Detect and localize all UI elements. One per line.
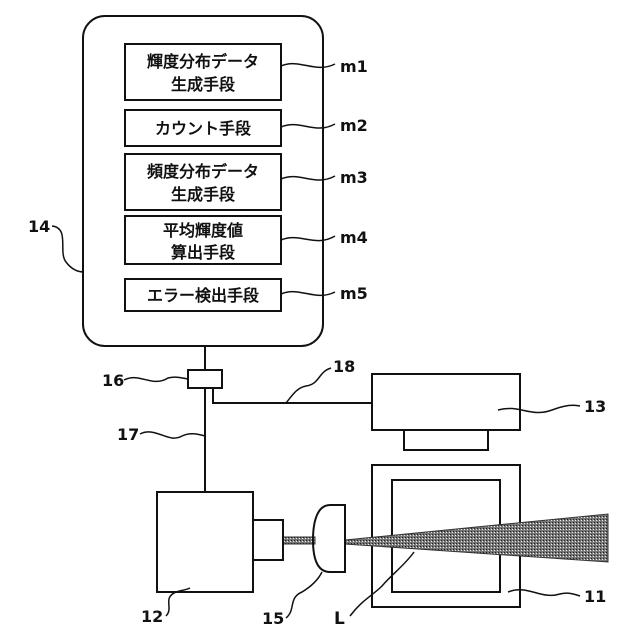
block-m5: エラー検出手段 bbox=[125, 279, 281, 311]
light-source-body bbox=[372, 374, 520, 430]
camera-body bbox=[157, 492, 253, 592]
ref-m5: m5 bbox=[340, 284, 368, 303]
light-source bbox=[372, 374, 520, 450]
ref-cable-light: 18 bbox=[333, 357, 355, 376]
leader-junction bbox=[124, 377, 188, 381]
block-m1-line2: 生成手段 bbox=[171, 75, 236, 94]
ref-junction: 16 bbox=[102, 371, 124, 390]
camera bbox=[157, 492, 283, 592]
leader-lens bbox=[286, 572, 322, 618]
beam-segment bbox=[283, 537, 315, 544]
block-m3: 頻度分布データ 生成手段 bbox=[125, 154, 281, 210]
block-m4-line2: 算出手段 bbox=[171, 243, 236, 262]
leader-cable-light bbox=[286, 368, 331, 403]
block-m1: 輝度分布データ 生成手段 bbox=[125, 44, 281, 100]
block-m3-line2: 生成手段 bbox=[171, 185, 236, 204]
block-m2-label: カウント手段 bbox=[155, 119, 252, 138]
leader-light-source bbox=[498, 405, 580, 412]
laser-beam bbox=[345, 514, 608, 562]
controller-unit: 輝度分布データ 生成手段 カウント手段 頻度分布データ 生成手段 平均輝度値 算… bbox=[83, 16, 323, 346]
block-m4-line1: 平均輝度値 bbox=[163, 221, 243, 240]
leader-sample-container bbox=[508, 590, 580, 596]
light-source-base bbox=[404, 430, 488, 450]
ref-m1: m1 bbox=[340, 57, 368, 76]
block-m5-label: エラー検出手段 bbox=[147, 286, 260, 305]
lens bbox=[313, 505, 345, 572]
leader-controller bbox=[52, 226, 84, 272]
ref-light-source: 13 bbox=[584, 397, 606, 416]
ref-m4: m4 bbox=[340, 228, 368, 247]
junction-box bbox=[188, 370, 222, 388]
leader-cable-camera bbox=[140, 432, 205, 438]
ref-sample-container: 11 bbox=[584, 587, 606, 606]
ref-controller: 14 bbox=[28, 217, 50, 236]
ref-lens: 15 bbox=[262, 609, 284, 628]
block-leaders bbox=[281, 64, 335, 296]
camera-lens-barrel bbox=[253, 520, 283, 560]
block-m4: 平均輝度値 算出手段 bbox=[125, 216, 281, 264]
ref-laser-beam: L bbox=[334, 609, 345, 629]
ref-camera: 12 bbox=[141, 607, 163, 626]
ref-cable-camera: 17 bbox=[117, 425, 139, 444]
ref-m2: m2 bbox=[340, 116, 368, 135]
block-m2: カウント手段 bbox=[125, 110, 281, 146]
ref-m3: m3 bbox=[340, 168, 368, 187]
block-m3-line1: 頻度分布データ bbox=[147, 162, 259, 181]
block-m1-line1: 輝度分布データ bbox=[147, 52, 259, 71]
